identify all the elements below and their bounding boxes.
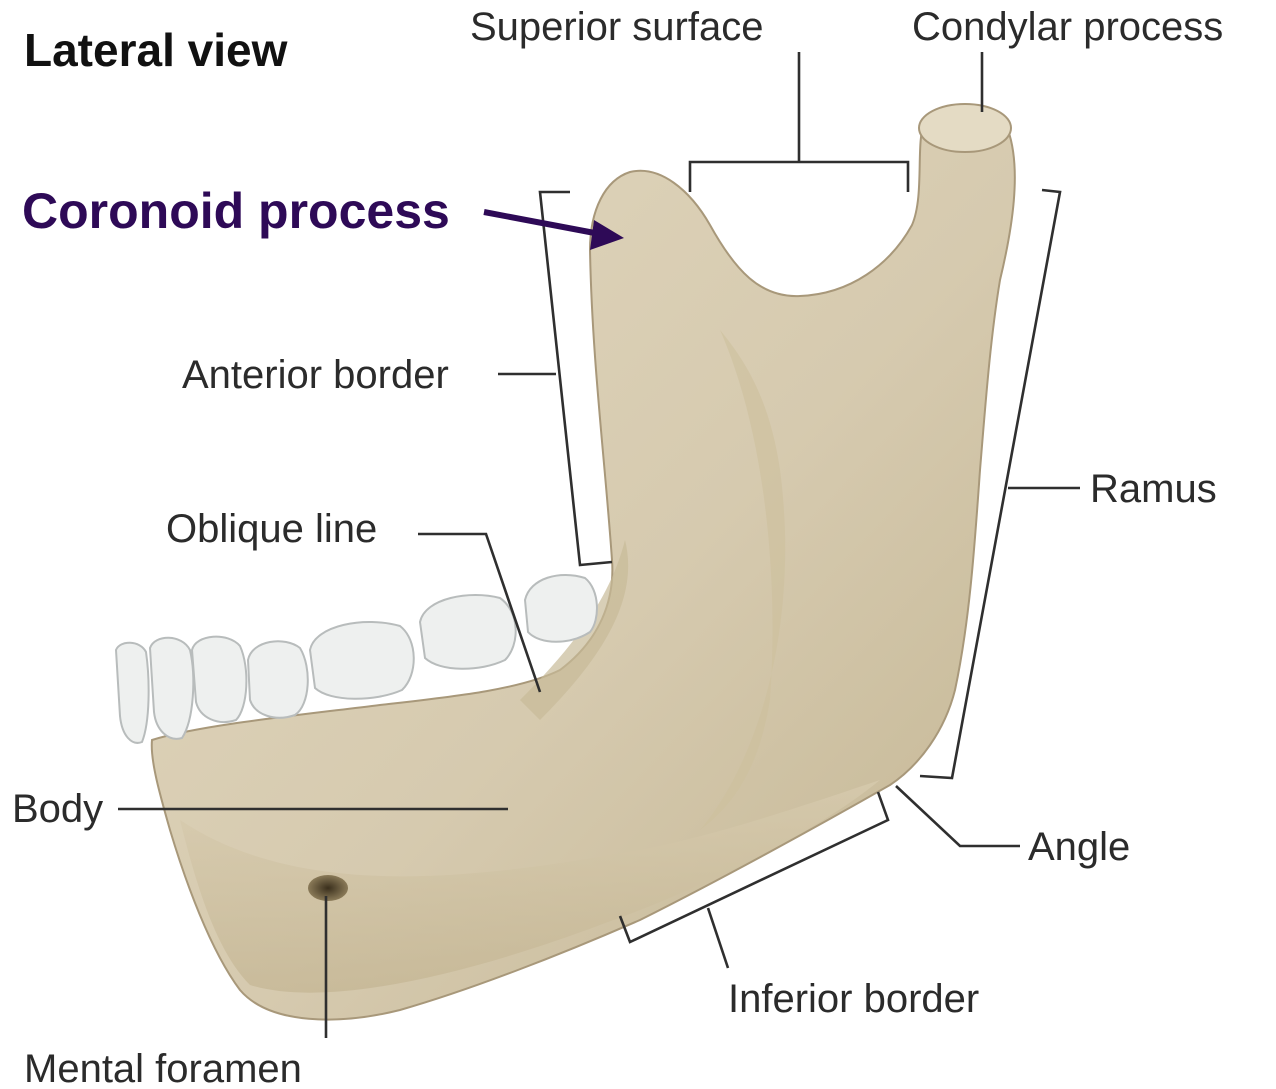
label-inferior-border: Inferior border [728,977,979,1021]
label-angle: Angle [1028,825,1130,869]
label-oblique-line: Oblique line [166,507,377,551]
mandible-bone [152,104,1015,1020]
label-anterior-border: Anterior border [182,353,449,397]
molar-3 [525,575,597,642]
molar-2 [420,595,516,669]
angle-leader [896,786,1020,846]
premolar-2 [248,641,308,717]
canine [150,638,193,739]
incisor [116,643,149,743]
label-ramus: Ramus [1090,467,1217,511]
label-condylar-process: Condylar process [912,5,1223,49]
superior-surface-bracket [690,52,908,192]
label-coronoid-process: Coronoid process [22,183,450,239]
label-superior-surface: Superior surface [470,5,763,49]
molar-1 [310,622,414,699]
mental-foramen-hole [308,875,348,901]
condylar-head [919,104,1011,152]
page-title: Lateral view [24,24,288,76]
label-body: Body [12,787,103,831]
label-mental-foramen: Mental foramen [24,1047,302,1089]
premolar-1 [192,637,246,722]
